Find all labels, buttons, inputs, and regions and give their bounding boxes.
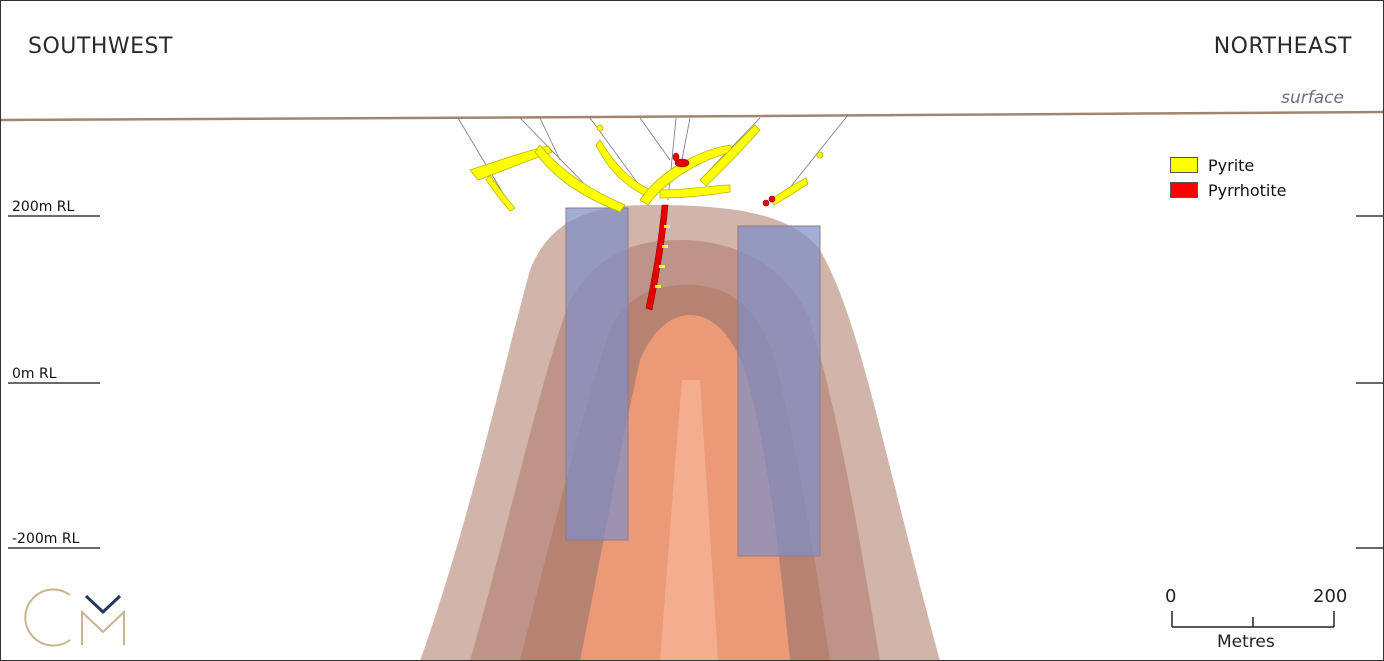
surface-label: surface: [1281, 88, 1344, 108]
scale-unit-label: Metres: [1217, 632, 1275, 652]
pyrrhotite-swatch: [1170, 182, 1198, 198]
legend-pyrite-label: Pyrite: [1208, 156, 1254, 175]
legend-pyrrhotite-label: Pyrrhotite: [1208, 181, 1286, 200]
block-left: [566, 208, 628, 540]
rl-label-minus200: -200m RL: [12, 531, 79, 547]
scale-end-label: 200: [1313, 586, 1347, 607]
cm-monogram-logo: [25, 590, 124, 646]
rl-label-200: 200m RL: [12, 199, 74, 215]
direction-northeast: NORTHEAST: [1214, 34, 1352, 59]
scale-bar: [1172, 611, 1334, 627]
block-right: [738, 226, 820, 556]
direction-southwest: SOUTHWEST: [28, 34, 173, 59]
pyrite-swatch: [1170, 157, 1198, 173]
scale-start-label: 0: [1165, 586, 1176, 607]
surface-line: [0, 112, 1384, 120]
rl-label-0: 0m RL: [12, 366, 57, 382]
